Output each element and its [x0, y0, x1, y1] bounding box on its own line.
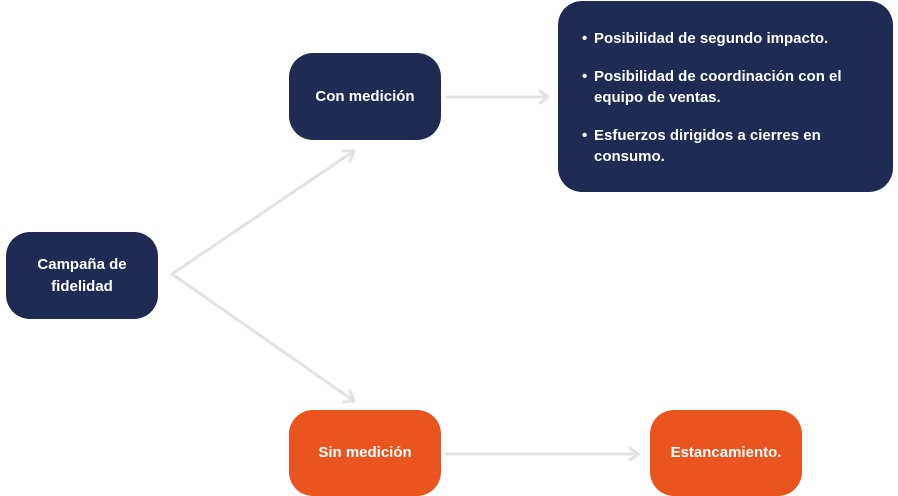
node-label: Estancamiento.: [670, 444, 782, 461]
arrowhead-start-to-con: [341, 149, 356, 163]
node-con-medicion: Con medición: [289, 53, 441, 140]
node-label: Campaña de fidelidad: [37, 255, 127, 295]
arrowhead-con-to-benefits: [538, 89, 550, 105]
benefits-list: Posibilidad de segundo impacto. Posibili…: [582, 28, 873, 167]
list-item: Esfuerzos dirigidos a cierres en consumo…: [582, 125, 873, 167]
node-campana-fidelidad: Campaña de fidelidad: [6, 232, 158, 319]
node-label: Con medición: [315, 87, 415, 105]
node-sin-medicion: Sin medición: [289, 410, 441, 496]
arrowhead-sin-to-est: [628, 446, 640, 462]
arrow-start-to-con: [170, 149, 356, 276]
node-label: Sin medición: [318, 444, 412, 461]
arrow-start-to-sin: [170, 272, 356, 403]
node-benefits-list: Posibilidad de segundo impacto. Posibili…: [558, 1, 893, 192]
arrowhead-start-to-sin: [342, 389, 356, 404]
node-estancamiento: Estancamiento.: [650, 410, 802, 496]
list-item: Posibilidad de coordinación con el equip…: [582, 66, 873, 108]
list-item: Posibilidad de segundo impacto.: [582, 28, 873, 49]
